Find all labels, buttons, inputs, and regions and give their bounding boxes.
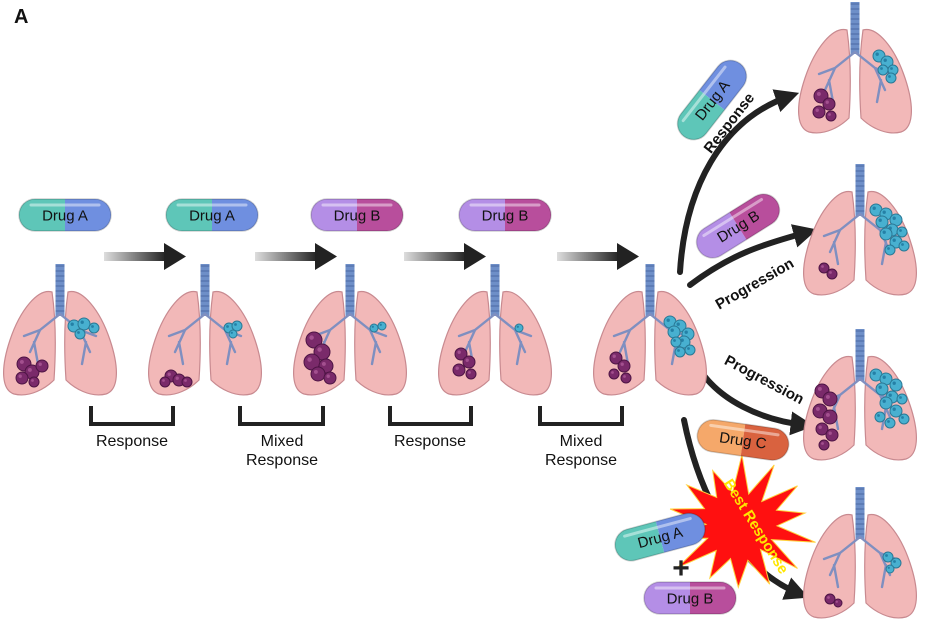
- pill-branch-progression-b: Drug B: [695, 193, 781, 259]
- bracket-2: [238, 406, 325, 426]
- lung-branch-2: [803, 164, 917, 296]
- sequence-arrows: [104, 243, 639, 270]
- branch-arrow-progression-b: [687, 224, 818, 288]
- pill-branch-best-b-label: Drug B: [667, 591, 714, 608]
- bracket-label-2: Mixed Response: [232, 432, 332, 470]
- drug-pills: Drug A Drug A Drug B Drug B Drug A Drug B Drug…: [18, 59, 790, 615]
- bracket-4: [538, 406, 624, 426]
- lung-seq-1: [3, 264, 117, 396]
- seq-arrow-1: [104, 243, 186, 270]
- lung-branch-3: [803, 329, 917, 461]
- pill-seq-2-label: Drug A: [189, 208, 235, 225]
- lung-seq-4: [438, 264, 552, 396]
- pill-seq-4-label: Drug B: [482, 208, 529, 225]
- pill-seq-3: Drug B: [310, 198, 404, 232]
- branch-arrow-progression-c: [697, 367, 815, 436]
- pill-branch-progression-c-label: Drug C: [718, 429, 768, 452]
- bracket-label-1-line1: Response: [95, 433, 169, 450]
- pill-seq-3-label: Drug B: [334, 208, 381, 225]
- lung-branch-4: [803, 487, 917, 619]
- pill-seq-1-label: Drug A: [42, 208, 88, 225]
- bracket-3: [388, 406, 473, 426]
- bracket-label-4: Mixed Response: [531, 432, 631, 470]
- bracket-label-4-line1: Mixed: [559, 433, 603, 450]
- pill-seq-1: Drug A: [18, 198, 112, 232]
- pill-branch-progression-c: Drug C: [696, 419, 790, 461]
- bracket-label-4-line2: Response: [544, 452, 618, 469]
- lung-seq-3: [293, 264, 407, 396]
- bracket-label-3-line1: Response: [393, 433, 467, 450]
- seq-arrow-4: [557, 243, 639, 270]
- bracket-label-3: Response: [380, 432, 480, 451]
- seq-arrow-3: [404, 243, 486, 270]
- lung-branch-1: [798, 2, 912, 134]
- pill-seq-2: Drug A: [165, 198, 259, 232]
- pill-branch-best-b: Drug B: [643, 581, 737, 615]
- bracket-label-1: Response: [82, 432, 182, 451]
- bracket-1: [89, 406, 175, 426]
- response-brackets: [89, 406, 624, 426]
- panel-label: A: [14, 6, 29, 28]
- seq-arrow-2: [255, 243, 337, 270]
- pill-seq-4: Drug B: [458, 198, 552, 232]
- lung-illustrations: [3, 2, 917, 619]
- bracket-label-2-line1: Mixed: [260, 433, 304, 450]
- lung-seq-5: [593, 264, 707, 396]
- pill-branch-best-a: Drug A: [614, 512, 706, 562]
- bracket-label-2-line2: Response: [245, 452, 319, 469]
- plus-sign: +: [672, 552, 690, 585]
- lung-seq-2: [148, 264, 262, 396]
- branch-arrow-response: [677, 89, 800, 275]
